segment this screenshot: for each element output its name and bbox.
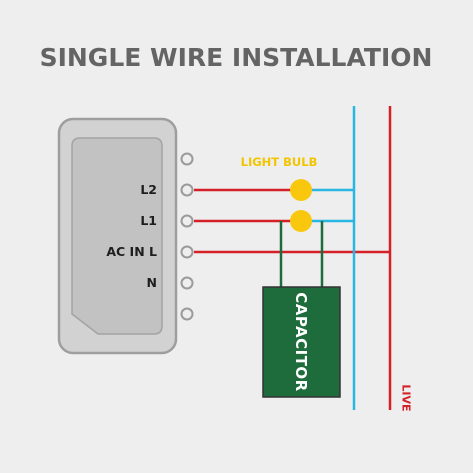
terminal-1 (180, 152, 194, 166)
terminal-label-ac-in-l: AC IN L (106, 244, 157, 259)
light-bulb-1 (290, 179, 312, 201)
terminal-l1 (180, 214, 194, 228)
terminal-label-l2: L2 (140, 182, 157, 197)
light-bulb-2 (290, 210, 312, 232)
terminal-ac-in-l (180, 245, 194, 259)
light-bulb-label: LIGHT BULB (241, 155, 318, 169)
capacitor (262, 286, 341, 398)
terminal-n (180, 276, 194, 290)
capacitor-label: CAPACITOR (292, 292, 310, 391)
terminal-label-l1: L1 (140, 213, 157, 228)
terminal-label-n: N (147, 275, 157, 290)
diagram-title: SINGLE WIRE INSTALLATION (40, 43, 433, 72)
terminal-6 (180, 307, 194, 321)
live-label: LIVE (400, 384, 413, 411)
terminal-l2 (180, 183, 194, 197)
switch-faceplate (71, 137, 163, 335)
